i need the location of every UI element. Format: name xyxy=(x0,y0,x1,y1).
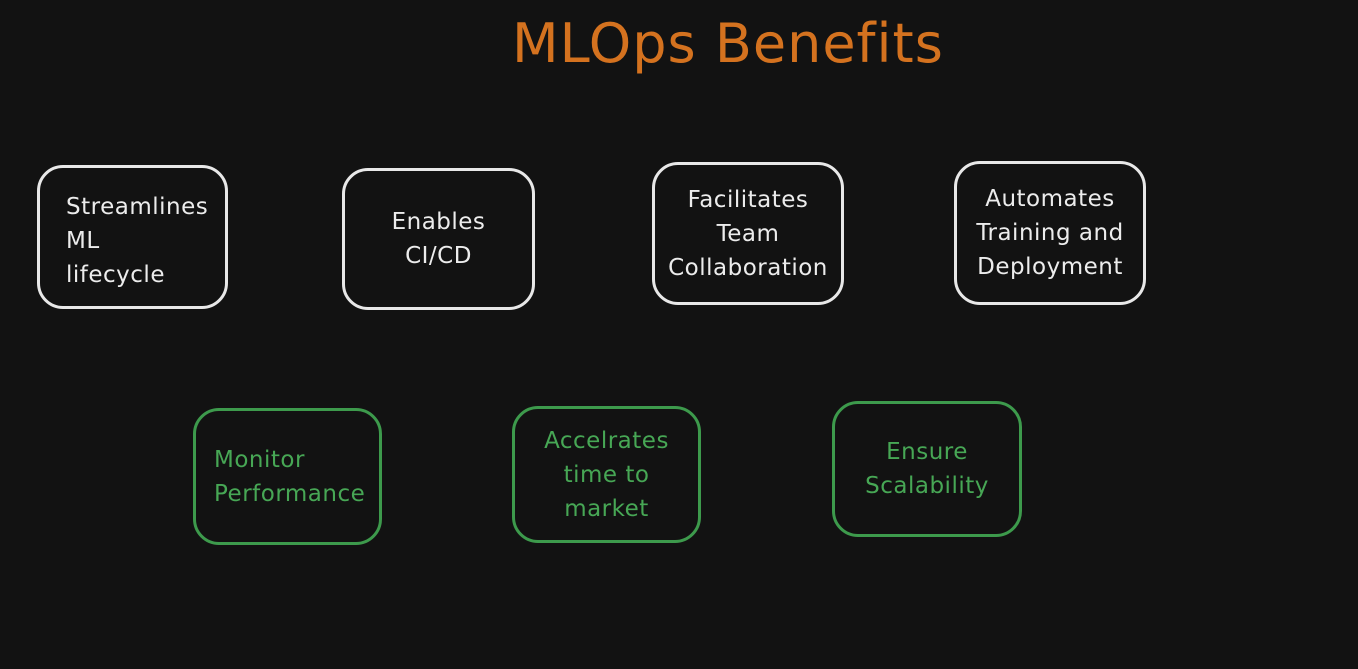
benefit-box-ci-cd: Enables CI/CD xyxy=(342,168,535,310)
benefit-text-line: Accelrates xyxy=(544,427,669,454)
benefit-box-automation: Automates Training and Deployment xyxy=(954,161,1146,305)
benefit-text-line: Ensure xyxy=(886,439,968,465)
benefit-box-collaboration: Facilitates Team Collaboration xyxy=(652,162,844,305)
benefit-text-line: Training and xyxy=(976,220,1124,246)
benefit-text-line: Enables xyxy=(391,209,486,235)
benefit-text-line: market xyxy=(564,495,649,522)
benefit-text-line: time to xyxy=(563,461,650,488)
benefit-text-line: Deployment xyxy=(977,254,1123,280)
benefit-text-line: CI/CD xyxy=(405,243,472,269)
benefit-box-time-to-market: Accelrates time to market xyxy=(512,406,701,543)
diagram-title: MLOps Benefits xyxy=(512,12,944,75)
benefit-text-line: Facilitates xyxy=(687,186,809,213)
benefit-text-line: lifecycle xyxy=(66,262,165,288)
benefit-text-line: Monitor xyxy=(214,446,305,473)
benefit-box-monitoring: Monitor Performance xyxy=(193,408,382,545)
benefit-box-streamlines: Streamlines ML lifecycle xyxy=(37,165,228,309)
benefit-text-line: Streamlines xyxy=(66,194,209,220)
benefit-text-line: Collaboration xyxy=(668,254,828,281)
benefit-text-line: Automates xyxy=(985,186,1115,212)
benefit-text-line: Team xyxy=(716,220,780,247)
benefit-box-scalability: Ensure Scalability xyxy=(832,401,1022,537)
benefit-text-line: ML xyxy=(66,228,100,254)
benefit-text-line: Performance xyxy=(214,480,366,507)
benefit-text-line: Scalability xyxy=(865,473,989,499)
